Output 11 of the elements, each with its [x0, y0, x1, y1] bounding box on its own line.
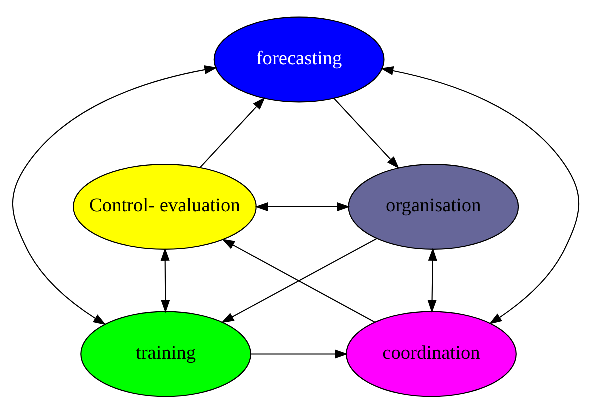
arrow — [251, 349, 348, 358]
arrow — [160, 248, 170, 313]
arrow — [334, 98, 400, 169]
arrow — [428, 248, 438, 313]
node-ellipse: organisation — [348, 164, 520, 250]
arrow — [12, 65, 218, 325]
node-ellipse: forecasting — [214, 16, 385, 102]
arrow — [200, 96, 266, 168]
arrow — [380, 66, 580, 324]
node-ellipse: coordination — [346, 310, 517, 397]
arrow — [255, 202, 350, 212]
